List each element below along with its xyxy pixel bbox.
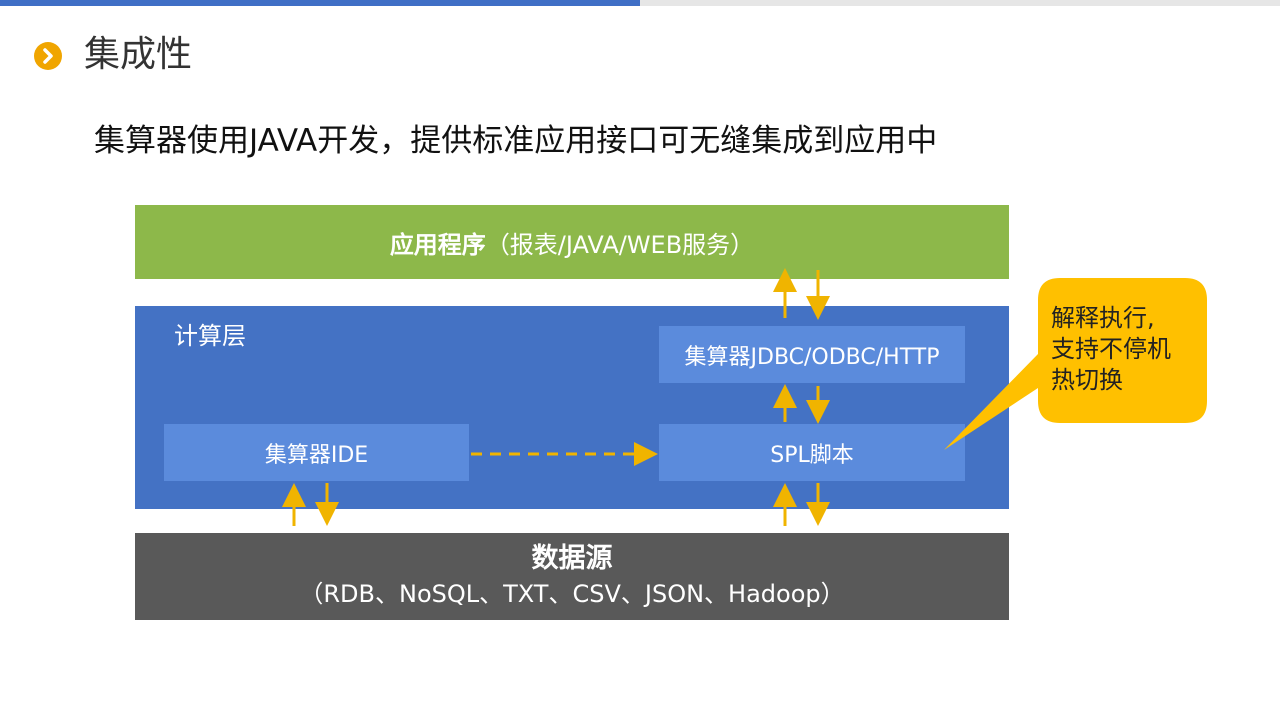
top-accent-bar xyxy=(0,0,640,6)
data-source-box: 数据源 （RDB、NoSQL、TXT、CSV、JSON、Hadoop） xyxy=(135,533,1009,620)
data-source-title: 数据源 xyxy=(531,543,613,574)
callout-line: 支持不停机 xyxy=(1051,335,1171,363)
subtitle: 集算器使用JAVA开发，提供标准应用接口可无缝集成到应用中 xyxy=(94,123,938,159)
compute-layer-label: 计算层 xyxy=(174,322,246,350)
jdbc-box: 集算器JDBC/ODBC/HTTP xyxy=(659,326,965,383)
data-source-sub: （RDB、NoSQL、TXT、CSV、JSON、Hadoop） xyxy=(299,580,845,608)
callout-line: 热切换 xyxy=(1051,366,1123,394)
app-layer-rest: （报表/JAVA/WEB服务） xyxy=(485,230,755,259)
spl-box: SPL脚本 xyxy=(659,424,965,481)
top-gray-bar xyxy=(640,0,1280,6)
callout-bubble xyxy=(944,278,1207,450)
callout-line: 解释执行, xyxy=(1051,304,1155,332)
app-layer-box: 应用程序 （报表/JAVA/WEB服务） xyxy=(135,205,1009,279)
page-title: 集成性 xyxy=(84,34,193,75)
app-layer-bold: 应用程序 xyxy=(389,230,486,259)
chevron-right-icon xyxy=(34,42,62,70)
ide-box: 集算器IDE xyxy=(164,424,469,481)
callout-text: 解释执行, 支持不停机 热切换 xyxy=(1051,303,1201,396)
